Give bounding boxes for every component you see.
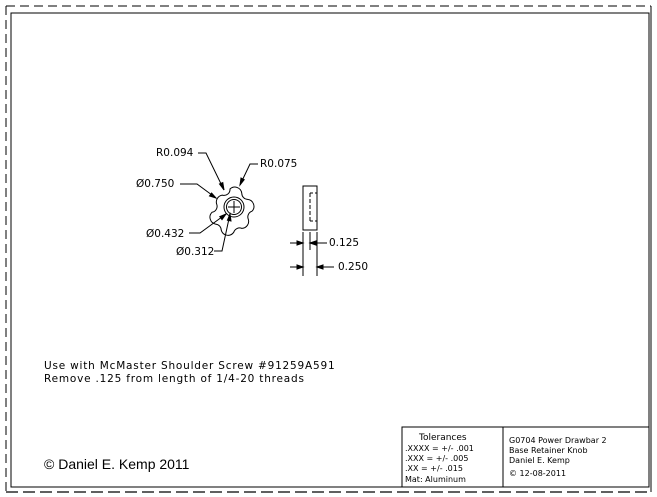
knob-lobed-outline (209, 186, 255, 236)
dim-label-dia312: Ø0.312 (176, 246, 215, 258)
dim-label-thickness-step: 0.125 (329, 237, 360, 249)
title-date: © 12-08-2011 (509, 469, 567, 478)
leader-r075 (239, 163, 258, 186)
boss-circle (223, 196, 245, 218)
note-line-1: Use with McMaster Shoulder Screw #91259A… (44, 360, 336, 372)
knob-side-view (302, 185, 318, 276)
knob-front-view (209, 186, 255, 236)
note-line-2: Remove .125 from length of 1/4-20 thread… (44, 373, 305, 385)
dim-label-r094: R0.094 (156, 147, 194, 159)
leader-dia312 (214, 213, 231, 252)
dimension-leaders (180, 152, 258, 252)
title-author: Daniel E. Kemp (509, 456, 570, 465)
leader-dia432 (189, 213, 227, 234)
side-view-outline (302, 185, 318, 231)
title-block-frame (401, 426, 650, 488)
side-view-dimensions (290, 240, 334, 270)
copyright-label: © Daniel E. Kemp 2011 (44, 456, 190, 472)
leader-r094 (198, 152, 225, 191)
inner-frame (10, 12, 650, 488)
dim-label-dia432: Ø0.432 (146, 228, 185, 240)
tolerance-row-2dp: .XX = +/- .015 (405, 464, 463, 473)
tolerance-row-3dp: .XXX = +/- .005 (405, 454, 469, 463)
leader-dia750 (180, 183, 217, 199)
tolerance-row-4dp: .XXXX = +/- .001 (405, 444, 474, 453)
sheet-border (5, 5, 652, 493)
dim-label-dia750: Ø0.750 (136, 178, 175, 190)
material-label: Mat: Aluminum (405, 475, 466, 484)
title-project: G0704 Power Drawbar 2 (509, 436, 607, 445)
dim-label-r075: R0.075 (260, 158, 298, 170)
bore-circle (226, 199, 242, 215)
title-part-name: Base Retainer Knob (509, 446, 588, 455)
dim-label-thickness-total: 0.250 (338, 261, 369, 273)
tolerances-heading: Tolerances (419, 433, 467, 443)
